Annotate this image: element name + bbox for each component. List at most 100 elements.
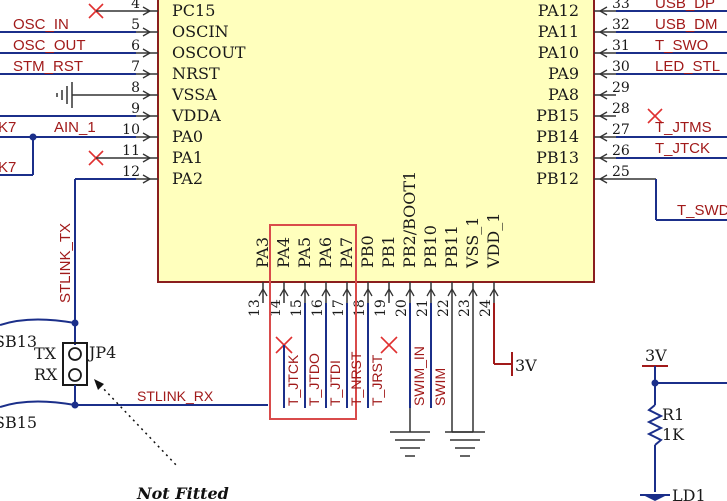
pin-arrow-icon — [598, 153, 608, 163]
pin-number: 30 — [612, 59, 630, 75]
pin-arrow-icon — [342, 287, 352, 297]
pin-number: 17 — [331, 299, 347, 317]
net-label-b-t-jtck: T_JTCK — [285, 354, 301, 406]
pin-number: 10 — [122, 122, 140, 138]
pin-arrow-icon — [598, 6, 608, 16]
net-label-stm-rst: STM_RST — [13, 58, 83, 75]
pin-number: 23 — [457, 299, 473, 317]
pin-arrow-icon — [426, 287, 436, 297]
pin-number: 18 — [352, 299, 368, 317]
pin-name: VDD_1 — [484, 213, 503, 269]
pin-name: PB0 — [358, 235, 377, 268]
pin-name: PA1 — [172, 148, 203, 167]
pin-name: PC15 — [172, 1, 215, 20]
pin-arrow-icon — [142, 90, 152, 100]
pin-arrow-icon — [598, 174, 608, 184]
pin-name: PA5 — [295, 237, 314, 268]
pin-number: 7 — [131, 59, 140, 75]
pin-name: PA10 — [538, 43, 579, 62]
pin-arrow-icon — [598, 132, 608, 142]
pin-name: PA2 — [172, 169, 203, 188]
jumper-tx-label: TX — [34, 344, 57, 363]
pin-arrow-icon — [384, 287, 394, 297]
pin-arrow-icon — [142, 69, 152, 79]
pin-number: 5 — [131, 17, 140, 33]
pin-name: VSSA — [171, 85, 217, 104]
pin-arrow-icon — [258, 287, 268, 297]
pin-arrow-icon — [447, 287, 457, 297]
pin-arrow-icon — [142, 27, 152, 37]
ground-symbol — [56, 82, 136, 108]
pin-number: 24 — [478, 299, 494, 317]
left-wiring: OSC_IN OSC_OUT STM_RST AIN_1 K7 K7 S — [0, 3, 136, 345]
ground-symbol — [390, 408, 430, 457]
net-label-b-t-jtdi: T_JTDI — [327, 360, 343, 406]
pin-number: 8 — [131, 80, 140, 96]
net-label-b-t-nrst: T_NRST — [348, 351, 364, 406]
ground-symbol — [445, 431, 485, 457]
pin-number: 31 — [612, 38, 630, 54]
bottom-pin-group: PA313PA414PA515PA616PA717PB018PB119PB2/B… — [247, 171, 503, 317]
pin-arrow-icon — [598, 69, 608, 79]
net-label-osc-in: OSC_IN — [13, 16, 69, 33]
pin-name: PB2/BOOT1 — [400, 171, 419, 268]
net-label-t-swd: T_SWD — [677, 202, 727, 219]
not-fitted-annotation: Not Fitted — [94, 379, 229, 501]
resistor-r1-branch: 3V R1 1K LD1 — [640, 346, 727, 501]
pin-name: PA0 — [172, 127, 203, 146]
net-label-b-t-jtdo: T_JTDO — [306, 353, 322, 406]
pin-name: PA9 — [548, 64, 579, 83]
pin-name: PB1 — [379, 235, 398, 268]
pin-number: 27 — [612, 122, 630, 138]
led-ref: LD1 — [672, 486, 706, 501]
solder-bridge-sb15: SB15 — [0, 413, 37, 432]
no-connect-mark — [647, 108, 663, 124]
right-pin-group: 33PA1232PA1131PA1030PA929PA828PB1527PB14… — [536, 0, 630, 188]
net-label-cut-k7-2: K7 — [0, 159, 16, 176]
pin-arrow-icon — [300, 287, 310, 297]
power-3v-label-2: 3V — [645, 346, 667, 365]
pin-number: 28 — [612, 101, 630, 117]
pin-number: 9 — [131, 101, 140, 117]
pin-arrow-icon — [598, 27, 608, 37]
net-label-usb-dp: USB_DP — [655, 0, 715, 12]
pin-arrow-icon — [468, 287, 478, 297]
net-label-b-swim-in: SWIM_IN — [411, 346, 427, 406]
junction-dot — [651, 379, 659, 387]
pin-number: 33 — [612, 0, 630, 12]
pin-name: OSCIN — [172, 22, 229, 41]
net-label-ain-1: AIN_1 — [54, 119, 96, 136]
pin-name: PA4 — [274, 237, 293, 268]
pin-number: 29 — [612, 80, 630, 96]
bottom-wiring: T_JTCK T_JTDO T_JTDI T_NRST T_JRST SWIM_… — [275, 303, 537, 457]
pin-arrow-icon — [142, 174, 152, 184]
pin-number: 14 — [268, 299, 284, 317]
pin-number: 11 — [122, 143, 140, 159]
pin-name: PA7 — [337, 237, 356, 268]
pin-arrow-icon — [142, 153, 152, 163]
net-label-t-swo: T_SWO — [655, 37, 708, 54]
net-label-b-t-jrst: T_JRST — [369, 354, 385, 406]
pin-arrow-icon — [489, 287, 499, 297]
pin-number: 13 — [247, 299, 263, 317]
resistor-value: 1K — [662, 425, 685, 444]
pin-name: PB12 — [536, 169, 579, 188]
net-label-b-swim: SWIM — [432, 368, 448, 406]
pin-arrow-icon — [142, 132, 152, 142]
pin-name: VSS_1 — [463, 217, 482, 269]
pin-number: 16 — [310, 299, 326, 317]
pin-name: PA3 — [253, 237, 272, 268]
pin-arrow-icon — [279, 287, 289, 297]
pin-arrow-icon — [321, 287, 331, 297]
net-label-cut-k7: K7 — [0, 119, 16, 136]
power-3v-label: 3V — [515, 356, 537, 375]
pin-name: PA11 — [538, 22, 579, 41]
no-connect-mark — [380, 336, 398, 354]
pin-number: 4 — [131, 0, 140, 12]
pin-name: PA8 — [548, 85, 579, 104]
pin-name: PB11 — [442, 225, 461, 268]
jumper-jp4: JP4 TX RX STLINK_RX SB13 SB15 — [0, 318, 268, 432]
pin-number: 32 — [612, 17, 630, 33]
pin-arrow-icon — [142, 48, 152, 58]
pin-name: PB15 — [536, 106, 579, 125]
